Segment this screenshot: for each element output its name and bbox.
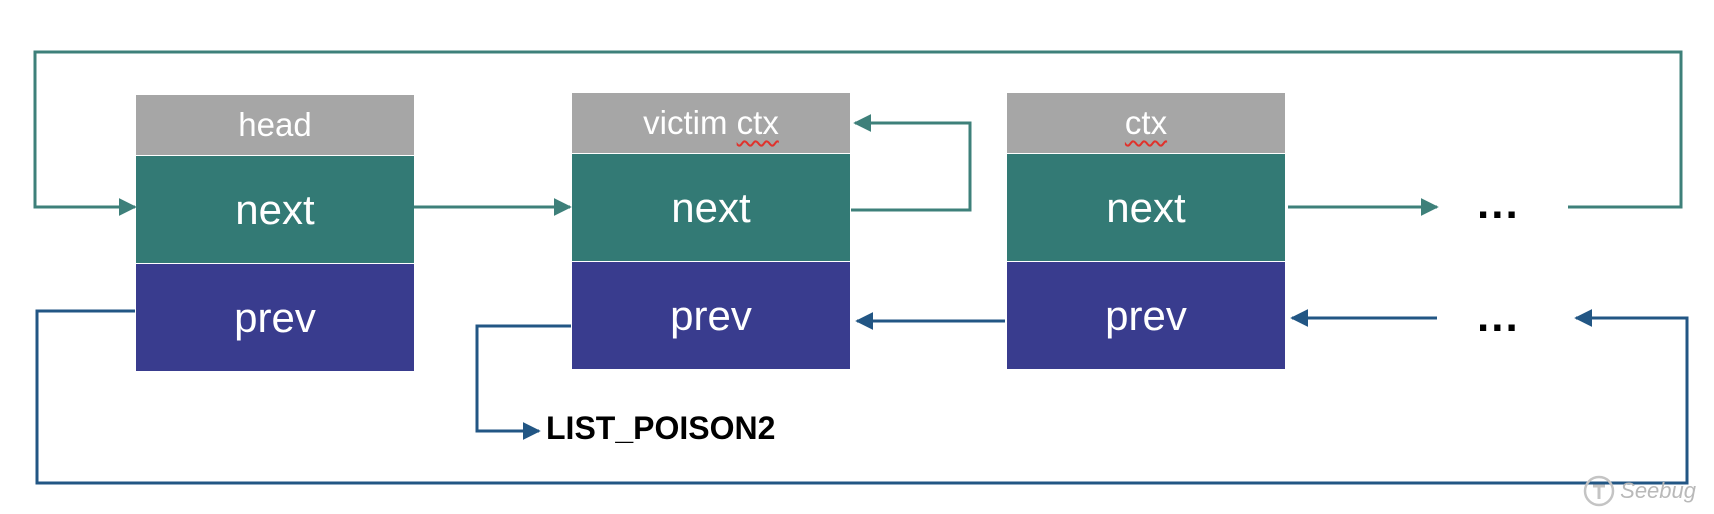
prev-field: prev: [572, 261, 850, 369]
node-header: victim ctx: [572, 93, 850, 153]
next-field: next: [572, 153, 850, 261]
wraparound-prev-arrow: [35, 309, 1689, 485]
next-field: next: [1007, 153, 1285, 261]
list-poison2-label: LIST_POISON2: [546, 410, 776, 446]
ellipsis-prev: ...: [1477, 292, 1520, 341]
next-field: next: [136, 155, 414, 263]
seebug-logo-icon: [1583, 475, 1615, 507]
ctx-node: ctx next prev: [1007, 93, 1285, 369]
node-header: ctx: [1007, 93, 1285, 153]
wraparound-next-arrow: [33, 50, 1683, 216]
node-header-word: ctx: [736, 104, 779, 141]
head-node: head next prev: [136, 95, 414, 371]
ellipsis-next: ...: [1477, 179, 1520, 228]
victim-prev-to-poison-arrow: [475, 324, 571, 440]
node-header-prefix: victim: [643, 104, 737, 141]
prev-field: prev: [136, 263, 414, 371]
victim-ctx-node: victim ctx next prev: [572, 93, 850, 369]
victim-next-self-loop-arrow: [851, 114, 972, 212]
seebug-watermark: Seebug: [1582, 474, 1696, 508]
watermark-text: Seebug: [1620, 478, 1696, 503]
node-header: head: [136, 95, 414, 155]
node-header-word: ctx: [1124, 104, 1168, 141]
prev-field: prev: [1007, 261, 1285, 369]
